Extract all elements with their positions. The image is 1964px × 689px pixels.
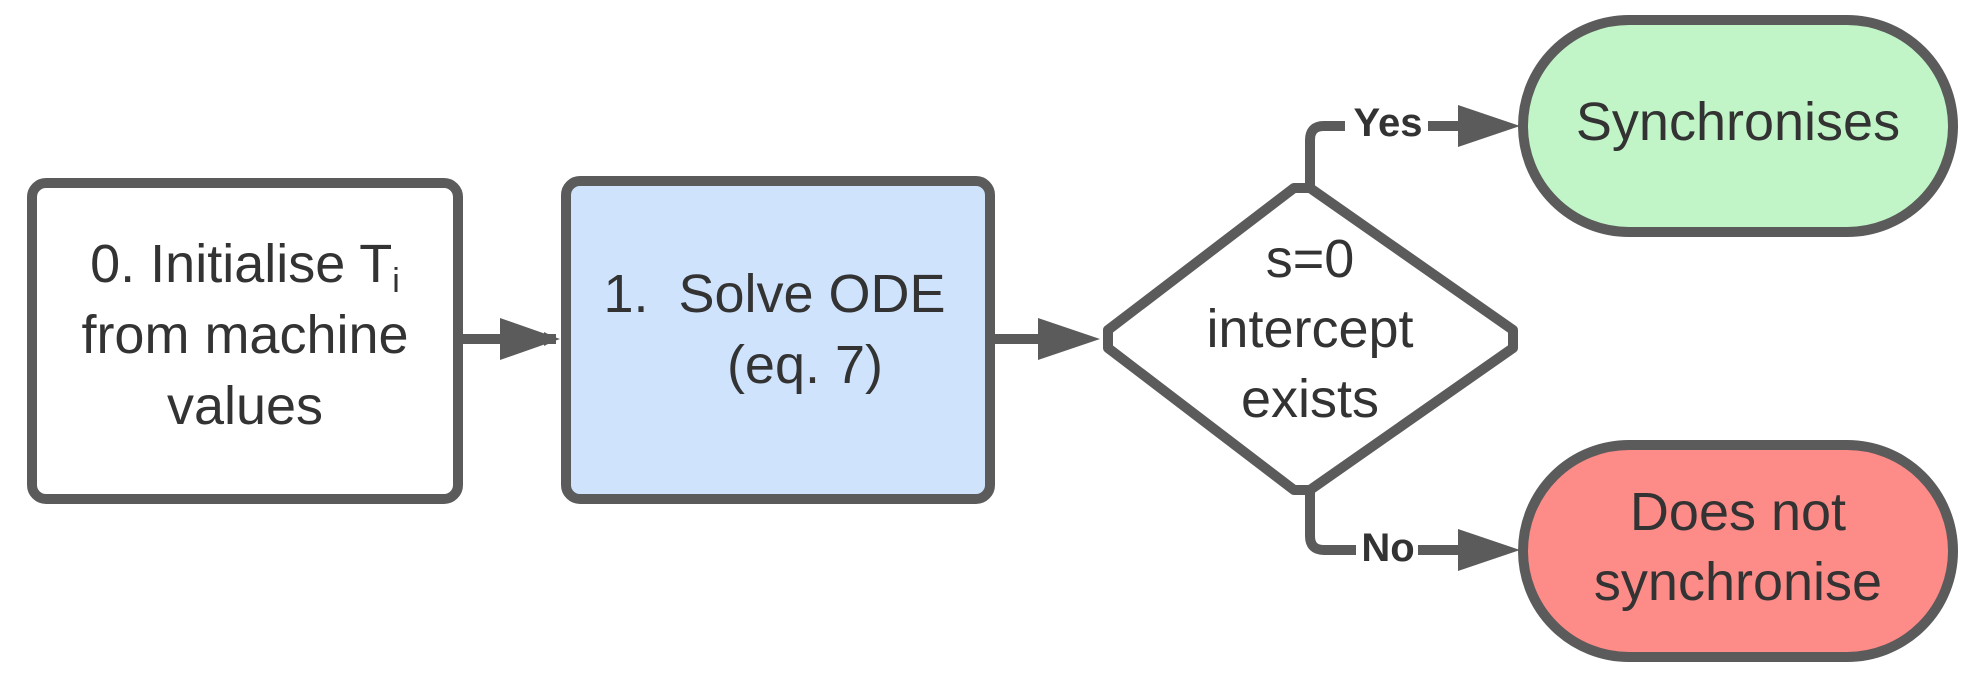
init-subscript: i bbox=[392, 262, 400, 300]
solve-line1-text: Solve ODE bbox=[678, 264, 945, 324]
decision-line2-text: intercept bbox=[1206, 299, 1413, 359]
no-label: No bbox=[1361, 526, 1414, 570]
decision-node: s=0 intercept exists bbox=[1103, 183, 1518, 495]
arrowhead-yes bbox=[1458, 105, 1520, 147]
edge-yes bbox=[1305, 121, 1345, 186]
sync-node: Synchronises bbox=[1518, 15, 1958, 237]
nosync-node: Does not synchronise bbox=[1518, 440, 1958, 662]
decision-diamond bbox=[1103, 183, 1518, 495]
solve-node: 1. Solve ODE (eq. 7) bbox=[561, 176, 995, 504]
nosync-line1-text: Does not bbox=[1630, 482, 1846, 542]
init-line1-text: 0. Initialise Ti bbox=[90, 234, 400, 300]
solve-number-text: 1. bbox=[603, 264, 648, 324]
init-box bbox=[27, 178, 463, 504]
yes-label: Yes bbox=[1354, 101, 1423, 145]
edge-no bbox=[1305, 492, 1356, 555]
sync-terminal bbox=[1518, 15, 1958, 237]
nosync-line2-text: synchronise bbox=[1594, 552, 1882, 612]
solve-line2-text: (eq. 7) bbox=[727, 335, 883, 395]
arrowhead-solve-to-decision bbox=[1038, 318, 1100, 360]
init-node: 0. Initialise Ti from machine values bbox=[27, 178, 463, 504]
init-line3-text: values bbox=[167, 376, 323, 436]
decision-line1-text: s=0 bbox=[1266, 229, 1355, 289]
nosync-terminal bbox=[1518, 440, 1958, 662]
arrowhead-no bbox=[1458, 529, 1520, 571]
solve-box bbox=[561, 176, 995, 504]
sync-label-text: Synchronises bbox=[1576, 92, 1900, 152]
arrowhead-init-to-solve bbox=[500, 318, 560, 360]
decision-line3-text: exists bbox=[1241, 369, 1379, 429]
init-line2-text: from machine bbox=[81, 305, 408, 365]
